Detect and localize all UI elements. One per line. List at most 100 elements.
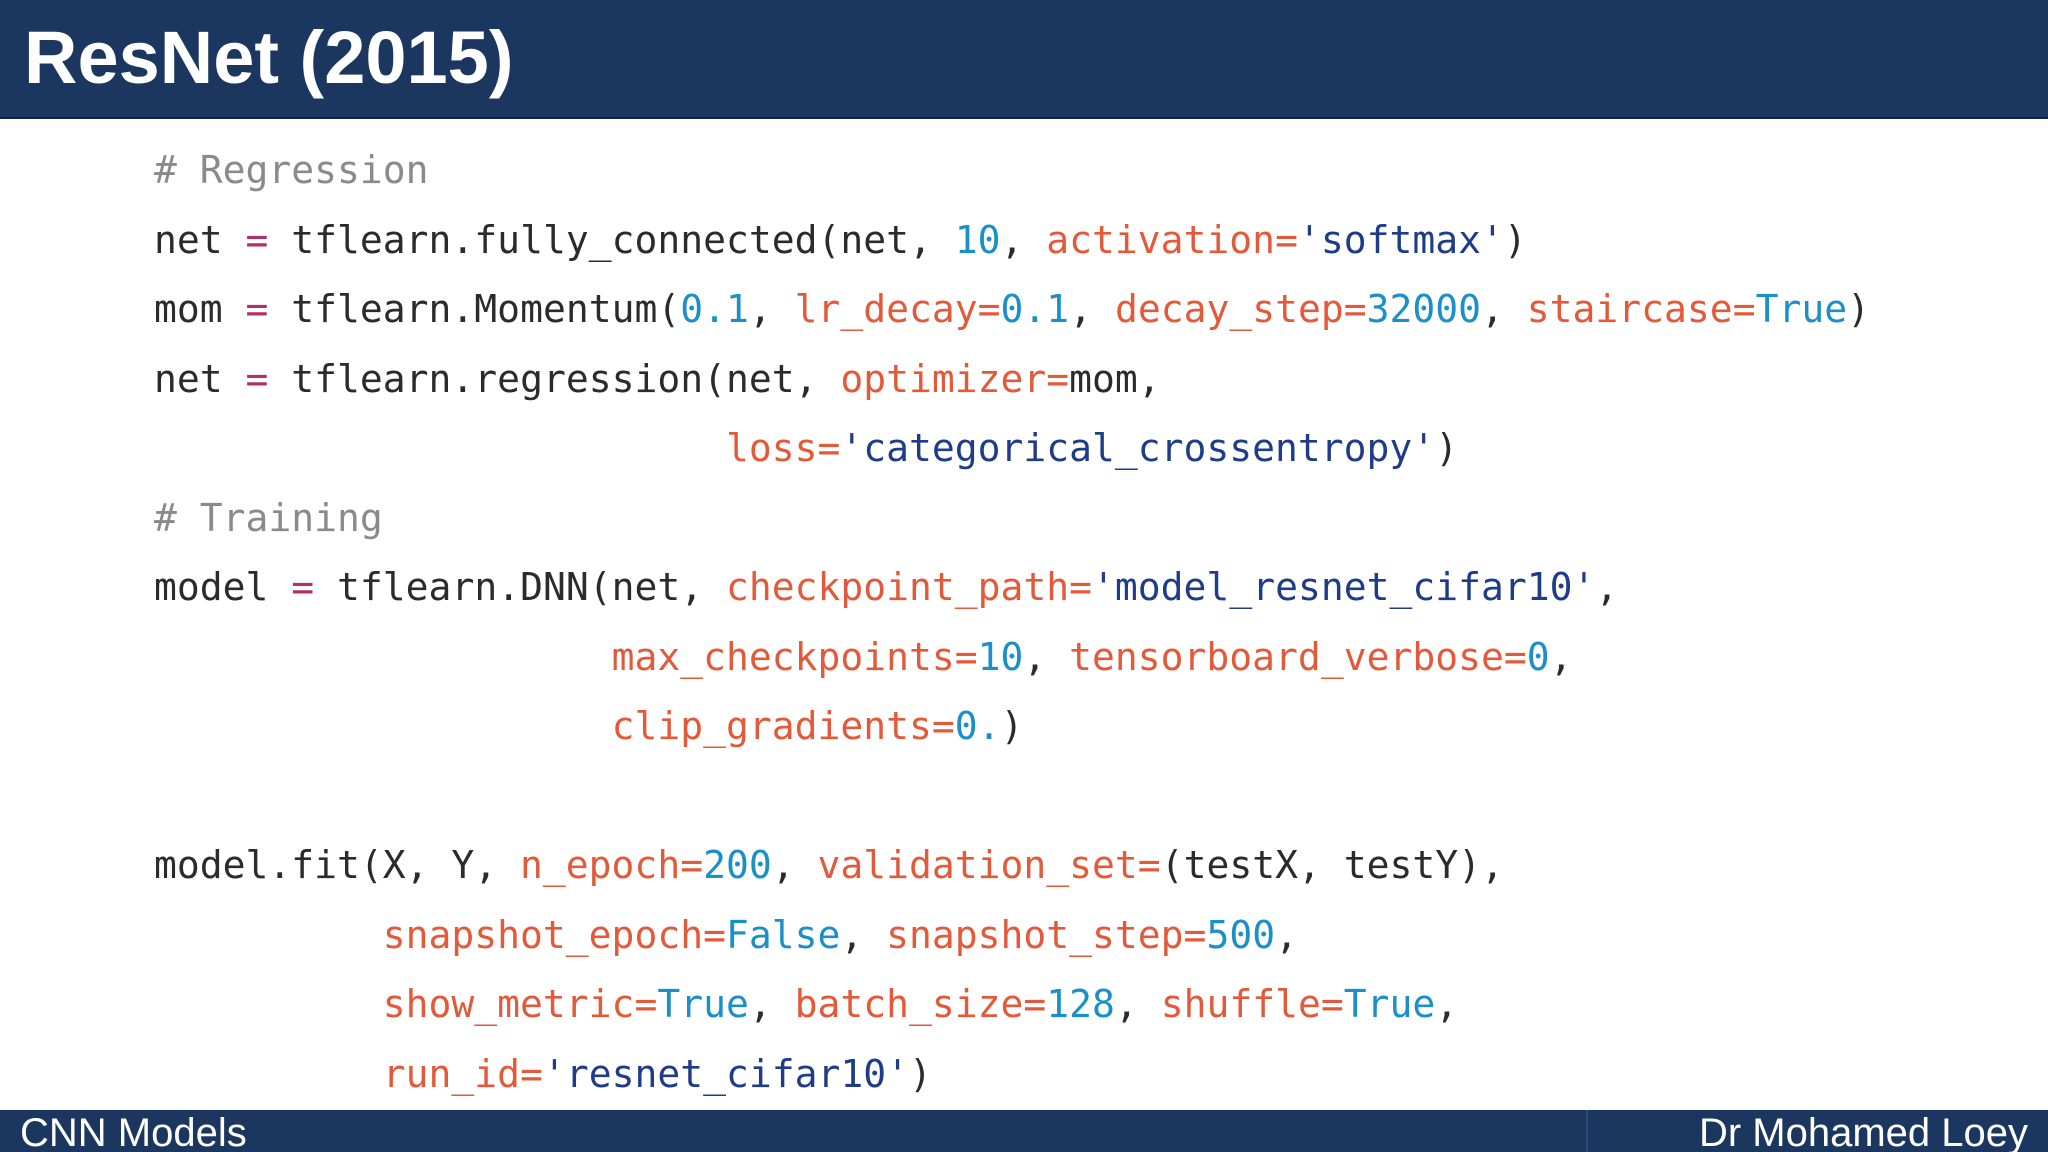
code-token: = <box>977 287 1001 331</box>
code-token: = <box>1343 287 1367 331</box>
code-token: optimizer <box>840 356 1047 401</box>
code-token: 'resnet_cifar10' <box>542 1051 909 1096</box>
code-token: 0.1 <box>1000 287 1070 331</box>
code-token: , <box>1549 634 1573 679</box>
code-token: ) <box>909 1051 932 1096</box>
code-token: batch_size <box>794 982 1024 1026</box>
code-token: = <box>245 217 269 262</box>
code-token: True <box>1755 287 1848 331</box>
code-token: = <box>291 565 315 609</box>
code-token: = <box>817 426 841 470</box>
code-token <box>154 704 612 748</box>
code-token: mom <box>154 287 246 331</box>
code-token: model.fit(X, Y, <box>154 843 521 887</box>
code-token: , <box>1275 912 1298 957</box>
code-line: max_checkpoints=10, tensorboard_verbose=… <box>154 623 2014 693</box>
code-token: = <box>954 634 978 679</box>
code-token: 10 <box>977 634 1024 679</box>
code-token: , <box>771 843 818 887</box>
code-token: max_checkpoints <box>611 634 955 679</box>
code-token: clip_gradients <box>611 704 932 748</box>
code-line: show_metric=True, batch_size=128, shuffl… <box>154 970 2014 1040</box>
code-token: ) <box>1847 287 1870 331</box>
code-token: # Regression <box>154 148 429 192</box>
footer-course-name: CNN Models <box>20 1111 247 1152</box>
code-token: tflearn.fully_connected(net, <box>268 217 955 262</box>
code-token: = <box>1320 982 1344 1026</box>
code-token: model <box>154 565 292 609</box>
code-block: # Regression net = tflearn.fully_connecte… <box>154 136 2014 1109</box>
code-token: run_id <box>382 1051 521 1096</box>
code-token: 0. <box>954 704 1001 748</box>
code-token: , <box>1595 565 1619 609</box>
code-token: = <box>245 287 269 331</box>
code-line: net = tflearn.regression(net, optimizer=… <box>154 345 2014 415</box>
code-token: mom, <box>1069 356 1161 401</box>
code-token <box>154 1052 383 1096</box>
code-token: , <box>1069 287 1115 331</box>
code-token: show_metric <box>382 982 635 1026</box>
code-token: = <box>1732 287 1756 331</box>
code-token: = <box>703 912 726 957</box>
code-token: 500 <box>1206 912 1276 957</box>
code-token: 0.1 <box>680 287 749 331</box>
code-token: net <box>154 217 246 262</box>
code-token: validation_set <box>817 843 1138 887</box>
code-token <box>154 426 726 470</box>
code-line: model = tflearn.DNN(net, checkpoint_path… <box>154 553 2014 623</box>
code-token: staircase <box>1526 287 1733 331</box>
code-token: 0 <box>1526 634 1550 679</box>
code-token: , <box>748 982 795 1026</box>
code-token: checkpoint_path <box>725 565 1070 609</box>
code-token: = <box>931 704 955 748</box>
slide-title: ResNet (2015) <box>24 16 514 99</box>
code-token: False <box>725 912 841 957</box>
code-token: lr_decay <box>794 287 978 331</box>
code-line: model.fit(X, Y, n_epoch=200, validation_… <box>154 831 2014 901</box>
code-token: net <box>154 356 246 401</box>
code-token: , <box>1435 982 1459 1026</box>
code-token: snapshot_epoch <box>382 912 704 957</box>
code-token: 'model_resnet_cifar10' <box>1092 565 1596 609</box>
code-token: 128 <box>1046 982 1115 1026</box>
code-token: , <box>1023 634 1070 679</box>
code-token: = <box>1503 634 1527 679</box>
code-token: , <box>1481 287 1527 331</box>
code-token: ) <box>1435 426 1459 470</box>
code-line: clip_gradients=0.) <box>154 692 2014 762</box>
code-token <box>154 982 383 1026</box>
code-token: = <box>1137 843 1161 887</box>
code-line: snapshot_epoch=False, snapshot_step=500, <box>154 901 2014 971</box>
code-token: = <box>1275 217 1298 262</box>
code-token: = <box>1069 565 1093 609</box>
code-token: activation <box>1046 217 1276 262</box>
code-token: = <box>1023 982 1047 1026</box>
code-line: run_id='resnet_cifar10') <box>154 1040 2014 1110</box>
code-token: , <box>1000 217 1047 262</box>
code-token: = <box>680 843 704 887</box>
code-token: tflearn.regression(net, <box>268 356 841 401</box>
code-token: tflearn.Momentum( <box>268 287 681 331</box>
code-token <box>154 913 383 957</box>
code-line: # Training <box>154 484 2014 554</box>
code-token: 32000 <box>1366 287 1482 331</box>
code-token: True <box>1343 982 1436 1026</box>
code-line <box>154 762 2014 832</box>
code-token: 200 <box>703 843 772 887</box>
code-token: = <box>1046 356 1070 401</box>
code-token: True <box>657 982 749 1026</box>
code-token: snapshot_step <box>886 912 1184 957</box>
code-token: loss <box>725 426 818 470</box>
code-token: ) <box>1503 217 1527 262</box>
code-token: decay_step <box>1114 287 1344 331</box>
code-token: = <box>1183 912 1207 957</box>
code-token: , <box>840 912 887 957</box>
code-token: # Training <box>154 495 383 540</box>
code-token: 'categorical_crossentropy' <box>840 426 1436 470</box>
code-token: = <box>520 1051 543 1096</box>
footer-divider <box>1586 1110 1588 1152</box>
code-token: = <box>245 356 269 401</box>
code-token: n_epoch <box>520 843 681 887</box>
code-token: , <box>1114 982 1161 1026</box>
